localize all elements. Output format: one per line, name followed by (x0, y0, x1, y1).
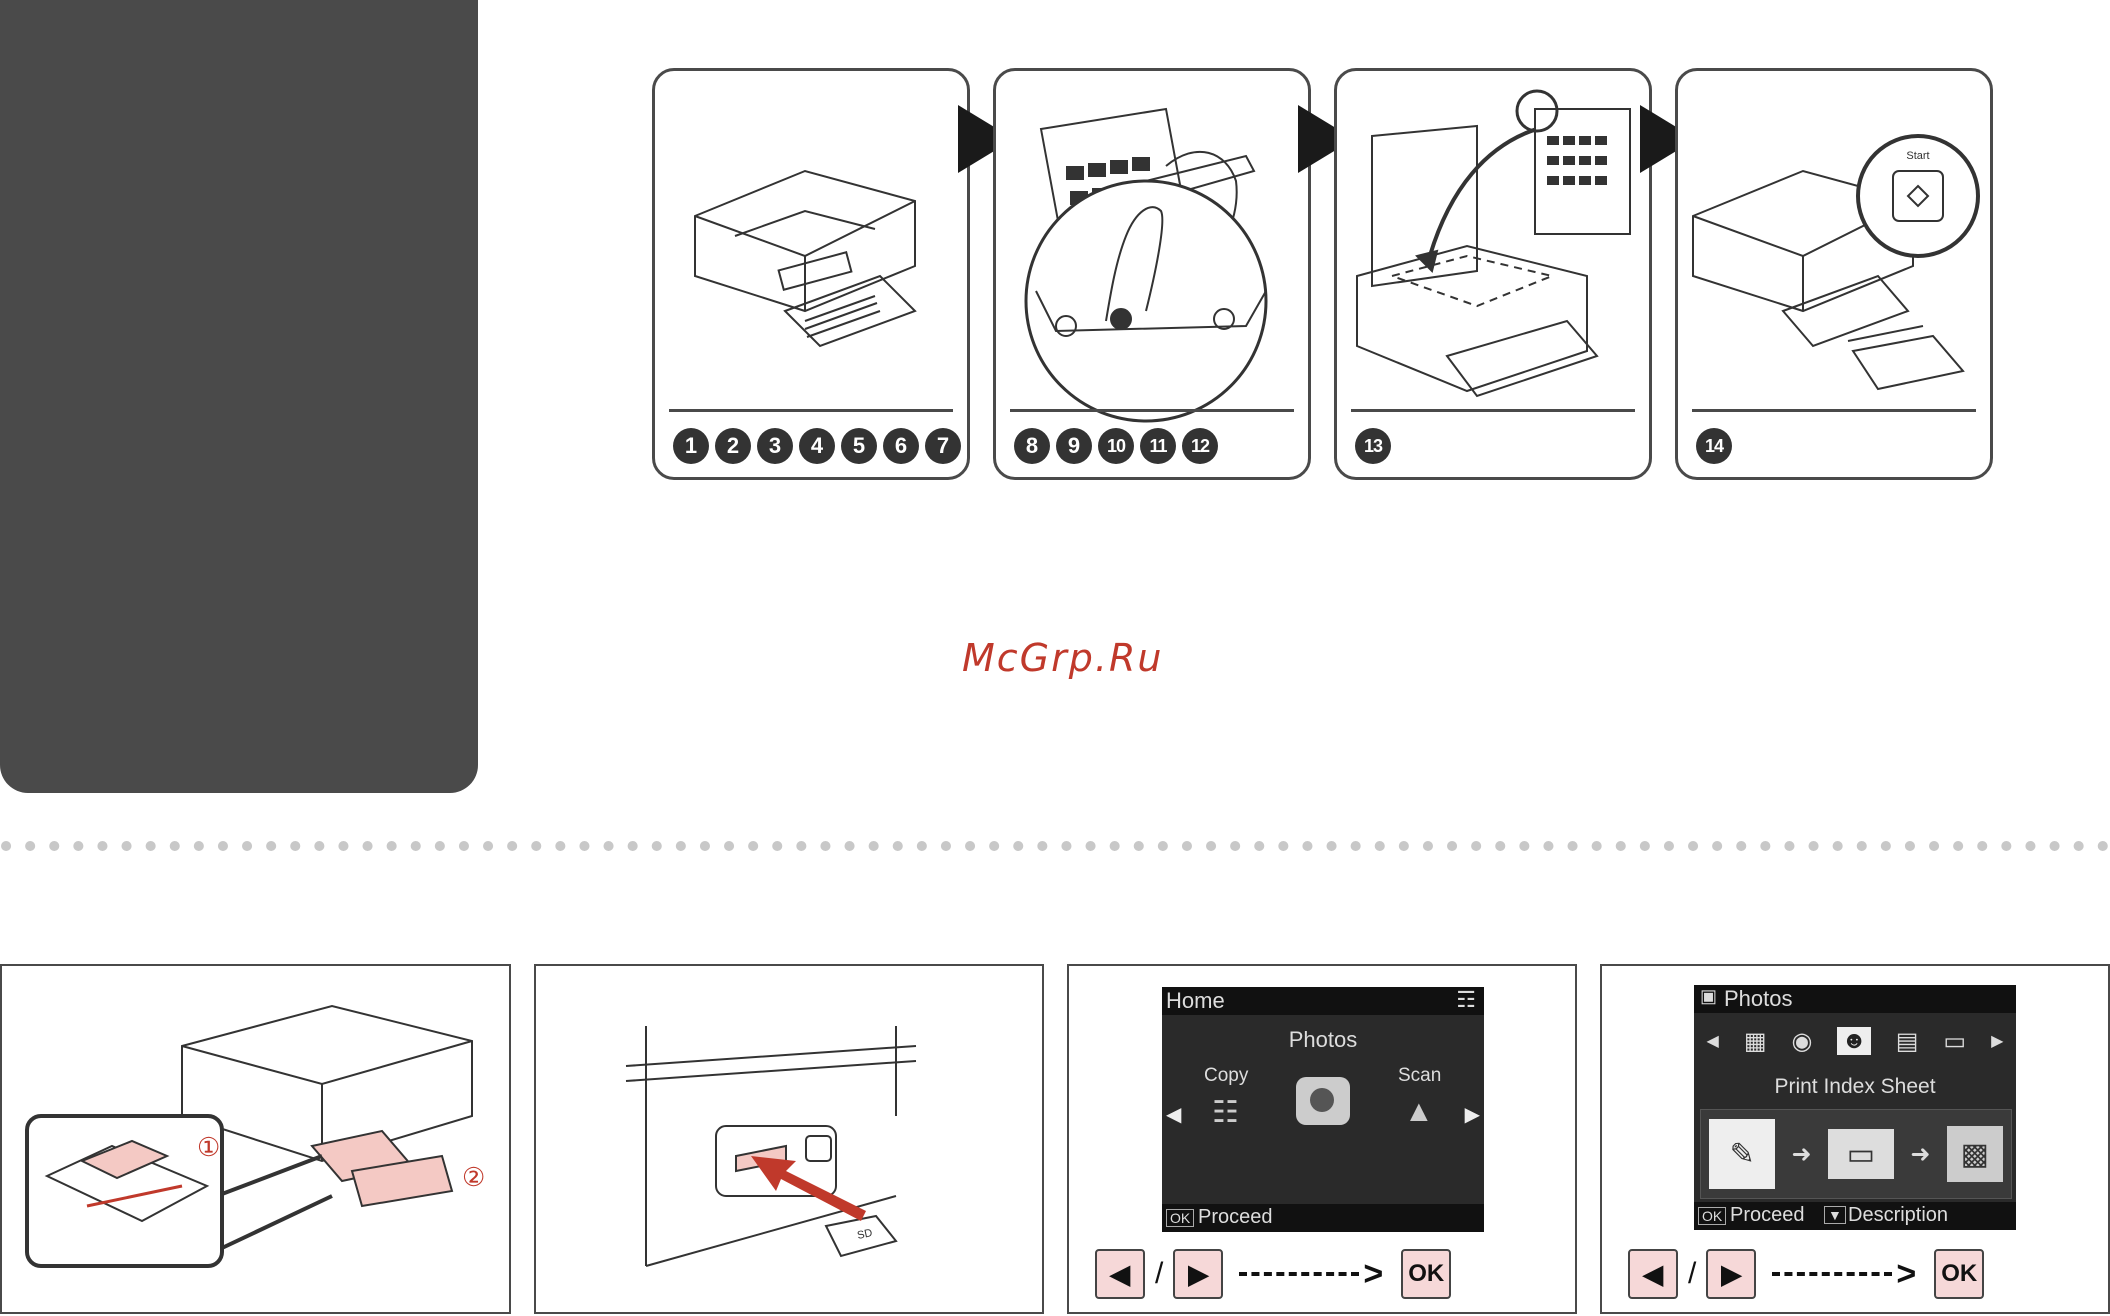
watermark: McGrp.Ru (962, 636, 1163, 680)
ok-key-button[interactable]: OK (1934, 1249, 1984, 1299)
step-panel-1: 1 2 3 4 5 6 7 (652, 68, 970, 480)
step-number: 7 (925, 428, 961, 464)
nav-keys: ◀ / ▶ > OK (1095, 1249, 1451, 1299)
arrow-right-icon: ➜ (1792, 1140, 1812, 1169)
step-number: 2 (715, 428, 751, 464)
lcd-left-item: Copy (1204, 1065, 1248, 1087)
chevron-right-icon: > (1896, 1255, 1916, 1294)
right-key-button[interactable]: ▶ (1173, 1249, 1223, 1299)
lcd-right-item: Scan (1398, 1065, 1441, 1087)
panel-divider (1692, 409, 1976, 412)
step-numbers: 8 9 10 11 12 (1014, 428, 1218, 464)
index-sheet-thumbnail-icon: ✎ (1709, 1119, 1775, 1189)
lcd-footer-description: Description (1848, 1204, 1948, 1227)
lcd-arrow-left-icon[interactable]: ◀ (1166, 1102, 1181, 1127)
ok-badge: OK (1166, 1209, 1194, 1227)
lcd-footer-proceed: Proceed (1730, 1204, 1805, 1227)
callout-2: ② (462, 1162, 485, 1192)
printer-start-illustration: Start (1678, 71, 1996, 483)
photos-menu-box: ▣ Photos ◀ ▦ ◉ ☻ ▤ ▭ ▶ Print Index Sheet… (1600, 964, 2110, 1314)
separator-slash: / (1155, 1257, 1163, 1291)
arrow-right-icon: ➜ (1910, 1140, 1930, 1169)
sd-card-label: SD (856, 1227, 873, 1242)
camera-icon (1296, 1077, 1350, 1125)
left-key-button[interactable]: ◀ (1628, 1249, 1678, 1299)
step-number: 11 (1140, 428, 1176, 464)
left-key-button[interactable]: ◀ (1095, 1249, 1145, 1299)
step-number: 6 (883, 428, 919, 464)
step-number: 3 (757, 428, 793, 464)
lcd-arrow-left-icon[interactable]: ◀ (1707, 1031, 1719, 1051)
lcd-footer-proceed: Proceed (1198, 1206, 1273, 1229)
panel-divider (669, 409, 953, 412)
photos-icon: ▣ (1700, 986, 1717, 1007)
printed-photos-icon: ▩ (1947, 1126, 2003, 1182)
process-diagram: ✎ ➜ ▭ ➜ ▩ (1700, 1109, 2012, 1199)
index-sheet-icon: ☻ (1837, 1027, 1870, 1055)
lcd-selected-item: Print Index Sheet (1694, 1075, 2016, 1099)
sheet-icon: ▤ (1896, 1027, 1919, 1056)
panel-divider (1010, 409, 1294, 412)
lcd-icon-row: ◀ ▦ ◉ ☻ ▤ ▭ ▶ (1694, 1017, 2016, 1065)
callout-1: ① (197, 1132, 220, 1162)
printer-illustration (655, 71, 973, 483)
step-panel-4: Start 14 (1675, 68, 1993, 480)
step-number: 14 (1696, 428, 1732, 464)
step-number: 10 (1098, 428, 1134, 464)
slideshow-icon: ◉ (1792, 1027, 1813, 1056)
network-icon: ☶ (1456, 987, 1476, 1013)
ok-key-button[interactable]: OK (1401, 1249, 1451, 1299)
chevron-right-icon: > (1363, 1255, 1383, 1294)
copy-icon: ☷ (1212, 1095, 1239, 1130)
start-label: Start (1906, 150, 1929, 162)
dashed-arrow (1239, 1272, 1359, 1276)
paper-cassette-illustration: ① ② (2, 966, 513, 1316)
step-numbers: 13 (1355, 428, 1391, 464)
lcd-screen: Home ☶ Photos Copy Scan ◀ ▶ ☷ ▲ OK Proce… (1162, 987, 1484, 1232)
step-number: 8 (1014, 428, 1050, 464)
lcd-arrow-right-icon[interactable]: ▶ (1991, 1031, 2003, 1051)
scanner-icon: ▭ (1828, 1129, 1894, 1179)
paper-cassette-box: ① ② (0, 964, 511, 1314)
separator-slash: / (1688, 1257, 1696, 1291)
memory-card-illustration: SD (536, 966, 1046, 1316)
lcd-arrow-right-icon[interactable]: ▶ (1465, 1102, 1480, 1127)
lcd-header-title: Home (1166, 988, 1225, 1014)
step-panel-3: 13 (1334, 68, 1652, 480)
dashed-arrow (1772, 1272, 1892, 1276)
ok-badge: OK (1698, 1207, 1726, 1225)
panel-divider (1351, 409, 1635, 412)
step-numbers: 1 2 3 4 5 6 7 (673, 428, 961, 464)
dotted-separator (0, 839, 2110, 853)
step-number: 12 (1182, 428, 1218, 464)
step-numbers: 14 (1696, 428, 1732, 464)
sidebar-block (0, 0, 478, 793)
step-number: 5 (841, 428, 877, 464)
step-panel-2: 8 9 10 11 12 (993, 68, 1311, 480)
photo-layout-icon: ▦ (1744, 1027, 1767, 1056)
step-number: 4 (799, 428, 835, 464)
lcd-footer: OK Proceed (1162, 1204, 1484, 1232)
step-number: 9 (1056, 428, 1092, 464)
lcd-header: Home ☶ (1162, 987, 1484, 1015)
lcd-header-title: Photos (1724, 986, 1793, 1012)
index-sheet-illustration (996, 71, 1314, 483)
step-number: 13 (1355, 428, 1391, 464)
multi-photo-icon: ▭ (1943, 1027, 1966, 1056)
lcd-header: ▣ Photos (1694, 985, 2016, 1013)
lcd-footer: OK Proceed ▼ Description (1694, 1202, 2016, 1230)
home-menu-box: Home ☶ Photos Copy Scan ◀ ▶ ☷ ▲ OK Proce… (1067, 964, 1577, 1314)
memory-card-box: SD (534, 964, 1044, 1314)
down-badge-icon: ▼ (1824, 1206, 1846, 1224)
scan-icon: ▲ (1404, 1095, 1434, 1129)
scanner-illustration (1337, 71, 1655, 483)
step-number: 1 (673, 428, 709, 464)
lcd-selected-item: Photos (1162, 1027, 1484, 1053)
nav-keys: ◀ / ▶ > OK (1628, 1249, 1984, 1299)
right-key-button[interactable]: ▶ (1706, 1249, 1756, 1299)
lcd-screen: ▣ Photos ◀ ▦ ◉ ☻ ▤ ▭ ▶ Print Index Sheet… (1694, 985, 2016, 1230)
